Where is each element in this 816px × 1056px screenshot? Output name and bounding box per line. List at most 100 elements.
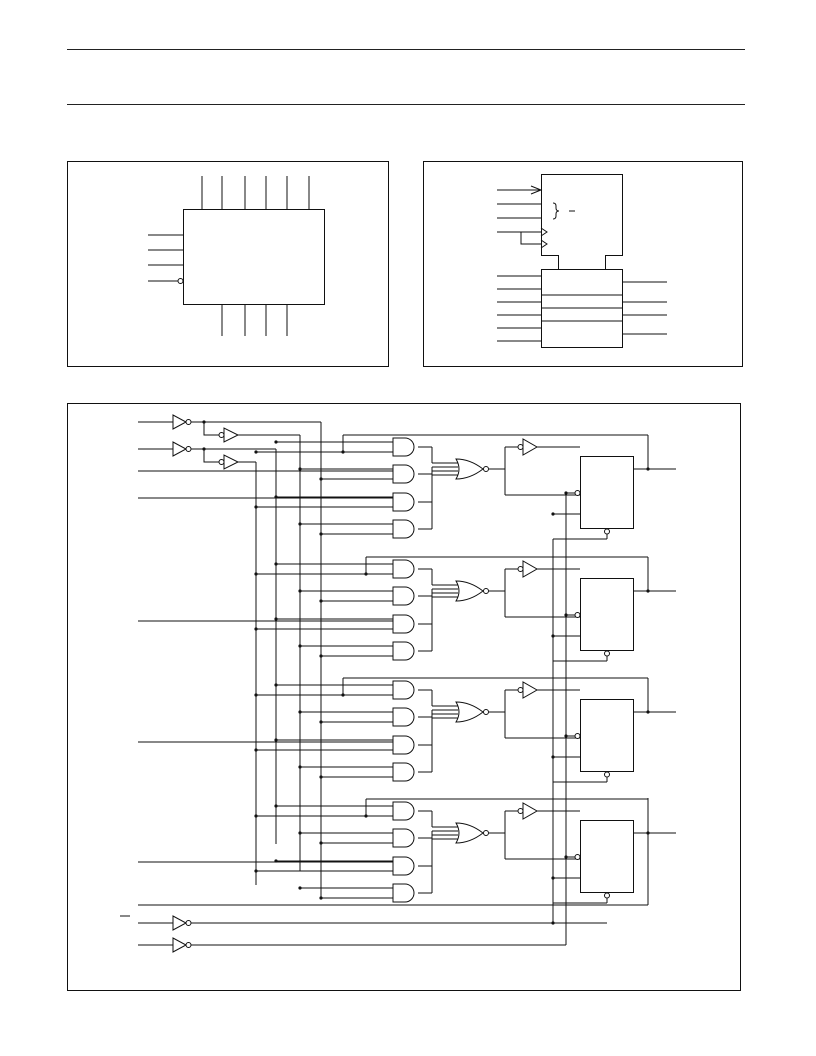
junction-dot <box>319 775 323 779</box>
junction-dot <box>364 814 368 818</box>
junction-dot <box>298 710 302 714</box>
logic-symbol-panel <box>67 161 389 367</box>
iec-control-inputs <box>497 185 575 249</box>
select-input-buffers <box>138 414 321 470</box>
junction-dot <box>274 804 278 808</box>
junction-dot <box>274 859 278 863</box>
iec-brace <box>552 202 560 220</box>
and-gate <box>392 680 415 700</box>
junction-dot <box>254 572 258 576</box>
and-gate <box>392 641 415 661</box>
iec-symbol-frame <box>423 161 743 367</box>
junction-dot <box>298 522 302 526</box>
iec-data-inputs <box>497 275 541 342</box>
logic-diagram-panel <box>67 403 741 991</box>
junction-dot <box>551 512 555 516</box>
flip-flop <box>580 820 634 893</box>
and-gate <box>392 828 415 848</box>
nor-output-bubble <box>483 588 489 594</box>
logic-symbol-frame <box>67 161 389 367</box>
clock-bubble <box>574 733 581 739</box>
junction-dot <box>319 654 323 658</box>
buffer-input-bubble <box>517 687 524 693</box>
junction-dot <box>564 734 568 738</box>
nor-output-bubble <box>483 466 489 472</box>
junction-dot <box>551 755 555 759</box>
buffer-gate <box>522 681 539 699</box>
junction-dot <box>564 491 568 495</box>
and-gate <box>392 492 415 512</box>
logic-symbol-body <box>183 209 325 305</box>
junction-dot <box>319 599 323 603</box>
nor-output-bubble <box>483 709 489 715</box>
reset-bubble <box>604 771 610 778</box>
junction-dot <box>254 748 258 752</box>
junction-dot <box>298 644 302 648</box>
nor-gate <box>455 458 484 480</box>
select-buses <box>255 422 322 898</box>
nor-gate <box>455 701 484 723</box>
and-gate <box>392 856 415 876</box>
nor-gate <box>455 580 484 602</box>
and-gate <box>392 735 415 755</box>
junction-dot <box>254 450 258 454</box>
mux-stages <box>254 434 676 904</box>
junction-dot <box>274 617 278 621</box>
junction-dot <box>319 532 323 536</box>
nor-output-bubble <box>483 830 489 836</box>
junction-dot <box>646 831 650 835</box>
clock-bubble <box>574 612 581 618</box>
and-gate <box>392 762 415 782</box>
logic-symbol-top-pins <box>201 176 310 209</box>
junction-dot <box>298 831 302 835</box>
junction-dot <box>564 855 568 859</box>
buffer-input-bubble <box>517 808 524 814</box>
junction-dot <box>274 738 278 742</box>
and-gate <box>392 559 415 579</box>
iec-outputs <box>622 281 667 335</box>
header-rule-bottom <box>67 104 745 105</box>
iec-dynamic-indicator <box>530 185 543 195</box>
junction-dot <box>298 765 302 769</box>
junction-dot <box>319 841 323 845</box>
logic-symbol-left-pins <box>148 234 184 284</box>
buffer-input-bubble <box>517 566 524 572</box>
and-gate <box>392 519 415 539</box>
reset-bubble <box>604 650 610 657</box>
iec-symbol-panel <box>423 161 743 367</box>
and-gate <box>392 437 415 457</box>
and-gate <box>392 707 415 727</box>
reset-bubble <box>604 528 610 535</box>
junction-dot <box>274 495 278 499</box>
junction-dot <box>298 589 302 593</box>
junction-dot <box>254 814 258 818</box>
junction-dot <box>274 440 278 444</box>
and-gate <box>392 614 415 634</box>
buffer-input-bubble <box>517 444 524 450</box>
reset-bubble <box>604 892 610 899</box>
iec-control-block <box>541 174 623 270</box>
junction-dot <box>364 572 368 576</box>
junction-dot <box>646 589 650 593</box>
flip-flop <box>580 699 634 772</box>
and-gate <box>392 464 415 484</box>
logic-symbol-inverting-bubble <box>177 278 184 284</box>
logic-symbol-bottom-pins <box>221 305 288 336</box>
buffer-gate <box>522 438 539 456</box>
buffer-gate <box>522 560 539 578</box>
junction-dot <box>254 693 258 697</box>
junction-dot <box>254 627 258 631</box>
junction-dot <box>319 720 323 724</box>
junction-dot <box>551 876 555 880</box>
junction-dot <box>646 710 650 714</box>
junction-dot <box>274 683 278 687</box>
junction-dot <box>646 467 650 471</box>
header-rule-top <box>67 49 745 50</box>
junction-dot <box>254 505 258 509</box>
junction-dot <box>298 467 302 471</box>
flip-flop <box>580 456 634 529</box>
junction-dot <box>254 869 258 873</box>
flip-flop <box>580 578 634 651</box>
data-inputs <box>138 470 393 863</box>
